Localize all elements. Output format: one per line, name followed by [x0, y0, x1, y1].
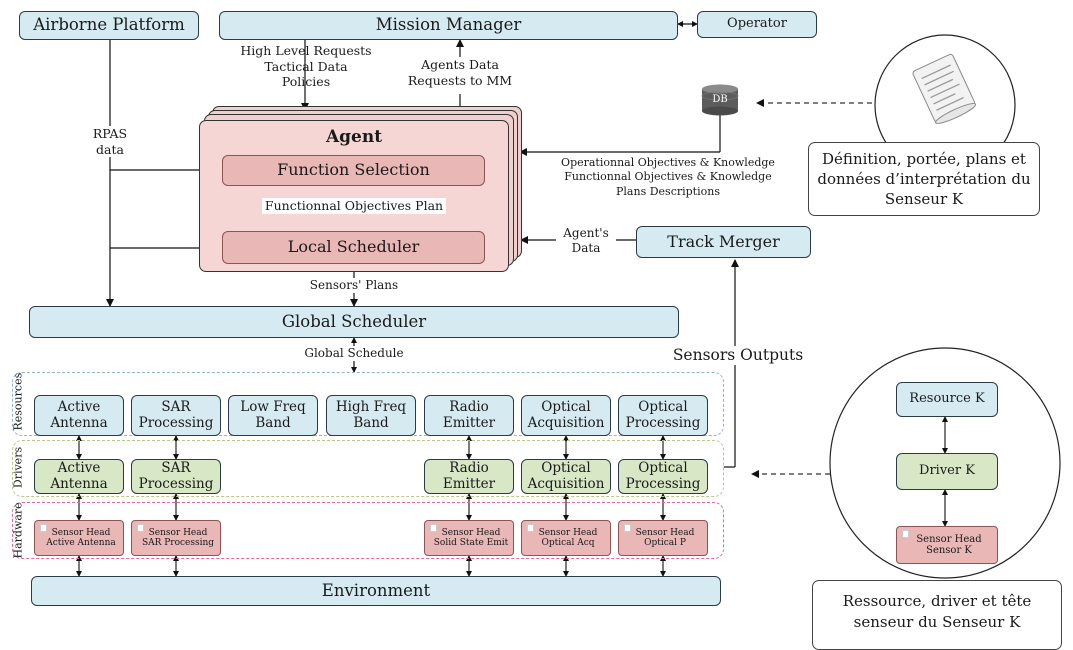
- hardware-group: [12, 502, 724, 559]
- legend-driver-k: Driver K: [896, 453, 998, 490]
- legend-resource-k: Resource K: [896, 382, 998, 417]
- sensors-outputs-label: Sensors Outputs: [668, 346, 808, 366]
- sensors-plans-label: Sensors' Plans: [304, 278, 404, 293]
- global-scheduler-node: Global Scheduler: [29, 306, 679, 338]
- global-schedule-label: Global Schedule: [299, 346, 409, 361]
- document-scroll-icon: [912, 53, 977, 124]
- objectives-knowledge-label: Operationnal Objectives & Knowledge Func…: [561, 156, 775, 198]
- agents-data-label: Agents Data Requests to MM: [405, 57, 515, 89]
- high-level-requests-label: High Level Requests Tactical Data Polici…: [240, 43, 372, 90]
- airborne-platform-node: Airborne Platform: [19, 11, 199, 40]
- db-label: DB: [712, 94, 728, 105]
- environment-node: Environment: [31, 576, 721, 606]
- sensor-k-components-callout: Ressource, driver et tête senseur du Sen…: [812, 580, 1062, 650]
- sensor-head-icon: [624, 524, 631, 532]
- sensor-head-icon: [527, 524, 534, 532]
- agent-title: Agent: [325, 127, 383, 147]
- sensor-head-icon: [40, 524, 47, 532]
- sensor-head-icon: [430, 524, 437, 532]
- hardware-group-label: Hardware: [11, 502, 25, 559]
- mission-manager-node: Mission Manager: [219, 11, 678, 40]
- operator-node: Operator: [697, 11, 817, 38]
- function-selection-node: Function Selection: [222, 155, 485, 186]
- rpas-data-label: RPAS data: [80, 126, 140, 158]
- resources-group-label: Resources: [11, 372, 25, 431]
- sensor-k-definition-callout: Définition, portée, plans et données d’i…: [808, 142, 1040, 216]
- local-scheduler-node: Local Scheduler: [222, 231, 485, 264]
- drivers-group-label: Drivers: [11, 446, 25, 489]
- drivers-group: [12, 440, 724, 497]
- sensor-head-icon: [137, 524, 144, 532]
- sensor-head-icon: [902, 530, 909, 538]
- track-merger-node: Track Merger: [636, 226, 811, 258]
- functional-objectives-plan-label: Functionnal Objectives Plan: [262, 198, 446, 214]
- agents-data-small-label: Agent's Data: [556, 226, 616, 256]
- database-icon: [701, 84, 739, 116]
